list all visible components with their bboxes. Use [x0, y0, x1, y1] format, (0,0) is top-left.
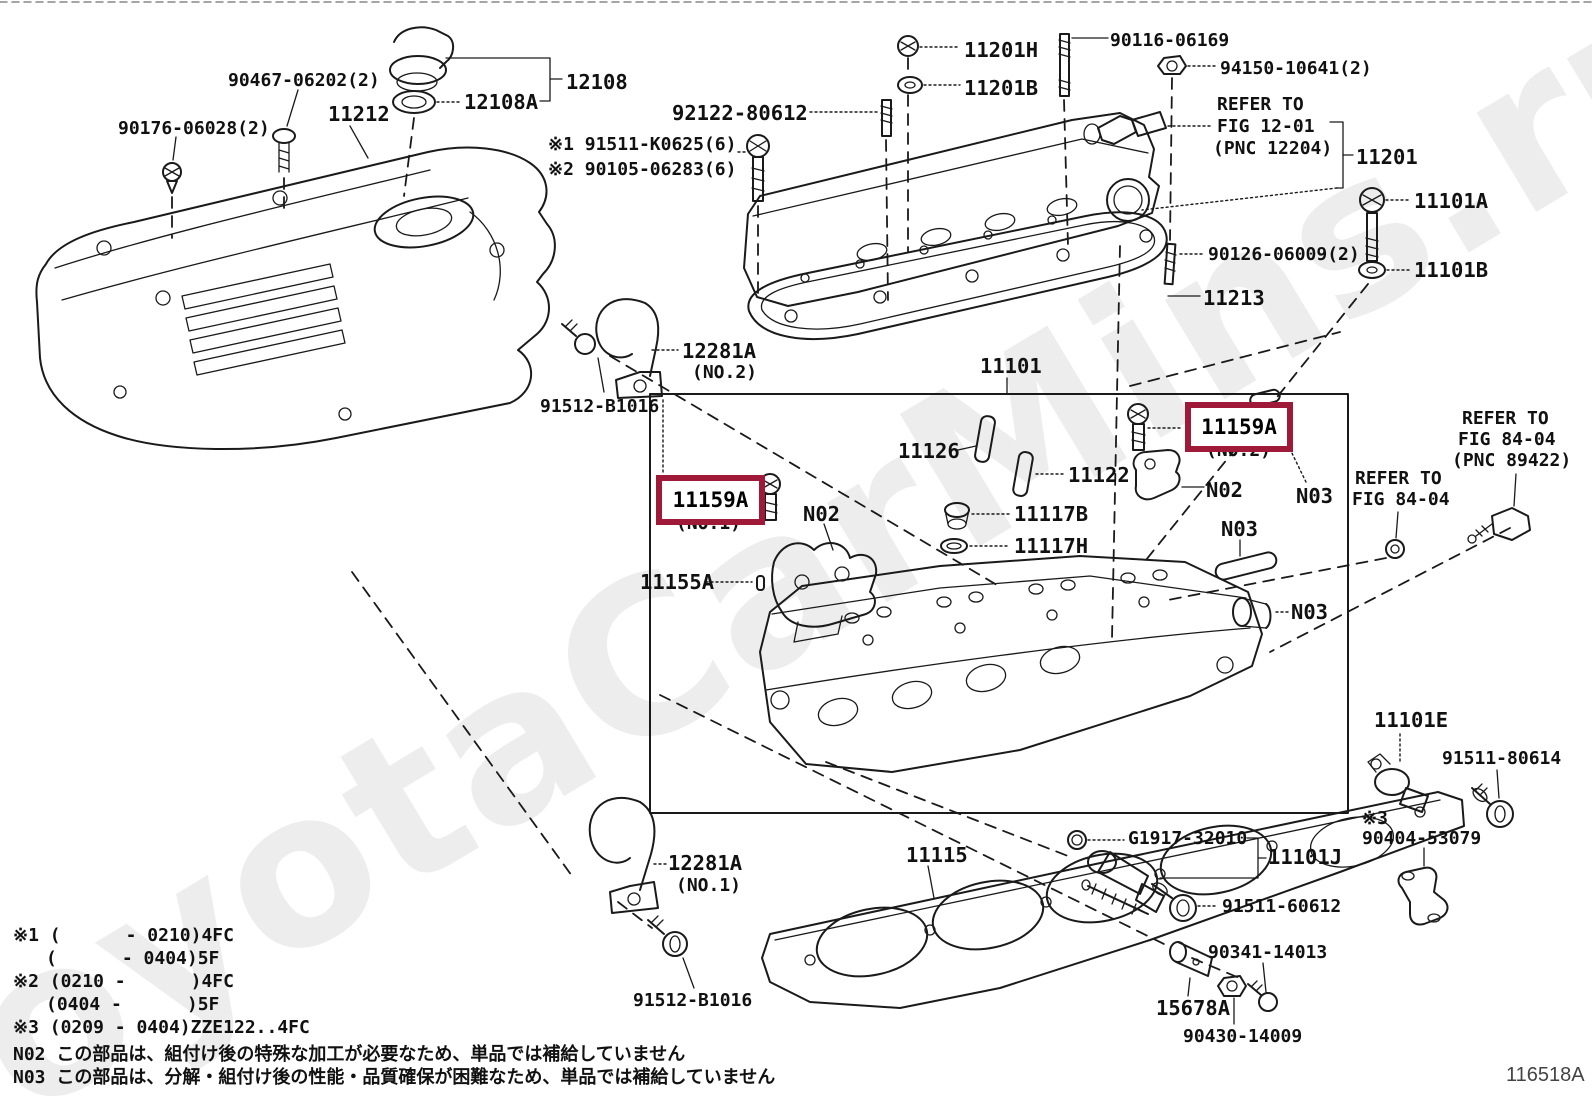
footnote-star1-line2: ( - 0404)5F	[46, 948, 220, 969]
part-label-11115: 11115	[906, 843, 968, 867]
refer-note-fig12-line1: REFER TO	[1217, 94, 1304, 115]
part-label-91511-80614: 91511-80614	[1442, 748, 1562, 769]
part-label-11212: 11212	[328, 102, 390, 126]
footnote-star3: ※3 (0209 - 0404)ZZE122..4FC	[13, 1017, 310, 1038]
part-label-G1917-32010: G1917-32010	[1128, 828, 1248, 849]
part-label-91511-60612: 91511-60612	[1222, 896, 1342, 917]
cylinder-head-drawing	[759, 555, 1263, 773]
part-label-N02-left: N02	[803, 502, 841, 526]
sensors-and-bolts-drawing	[659, 473, 1531, 1025]
part-label-11101E: 11101E	[1374, 708, 1449, 732]
part-label-N03-c: N03	[1291, 600, 1329, 624]
projection-dash	[1129, 331, 1341, 387]
part-label-90116-06169: 90116-06169	[1110, 30, 1230, 51]
part-label-90430-14009: 90430-14009	[1183, 1026, 1303, 1047]
part-label-N02-right: N02	[1206, 478, 1244, 502]
part-label-N03-b: N03	[1221, 517, 1259, 541]
footnote-N02: N02 この部品は、組付け後の特殊な加工が必要なため、単品では補給していません	[13, 1044, 686, 1065]
part-label-12108: 12108	[566, 70, 628, 94]
part-label-11201B: 11201B	[964, 76, 1039, 100]
footnote-star1-line1: ※1 ( - 0210)4FC	[13, 925, 234, 946]
part-label-90105-06283: ※2 90105-06283(6)	[548, 159, 737, 180]
engine-hanger-hooks-drawing	[351, 298, 1003, 989]
part-label-11101: 11101	[980, 354, 1042, 378]
part-label-12281A-no2: 12281A	[682, 339, 757, 363]
part-label-91512-B1016-top: 91512-B1016	[540, 396, 660, 417]
part-label-12281A-no1-suffix: (NO.1)	[676, 875, 742, 896]
refer-note-fig84-left-line2: FIG 84-04	[1352, 489, 1450, 510]
part-label-90176-06028: 90176-06028(2)	[118, 118, 270, 139]
part-label-11201: 11201	[1356, 145, 1418, 169]
oil-filler-cap-drawing	[389, 26, 563, 197]
part-label-91512-B1016-bottom: 91512-B1016	[633, 990, 753, 1011]
refer-note-fig12-line3: (PNC 12204)	[1213, 138, 1333, 159]
refer-note-fig84-right-line3: (PNC 89422)	[1452, 450, 1572, 471]
part-label-star3: ※3	[1362, 808, 1388, 829]
valve-cover-drawing	[743, 112, 1160, 307]
part-label-11213: 11213	[1203, 286, 1265, 310]
part-label-11126: 11126	[898, 439, 960, 463]
part-label-12108A: 12108A	[464, 90, 539, 114]
part-label-11101B: 11101B	[1414, 258, 1489, 282]
part-label-92122-80612: 92122-80612	[672, 101, 808, 125]
part-label-11201H: 11201H	[964, 38, 1039, 62]
part-label-N03-a: N03	[1296, 484, 1334, 508]
refer-note-fig12-line2: FIG 12-01	[1217, 116, 1315, 137]
part-label-11101J: 11101J	[1268, 845, 1343, 869]
engine-cover-drawing	[35, 146, 556, 451]
figure-code: 116518A	[1506, 1064, 1585, 1086]
part-label-11117B: 11117B	[1014, 502, 1089, 526]
part-label-12281A-no1: 12281A	[668, 851, 743, 875]
refer-note-fig84-right-line2: FIG 84-04	[1458, 429, 1556, 450]
part-label-11122: 11122	[1068, 463, 1130, 487]
part-label-94150-10641: 94150-10641(2)	[1220, 58, 1372, 79]
footnote-star2-line1: ※2 (0210 - )4FC	[13, 971, 234, 992]
part-label-11117H: 11117H	[1014, 534, 1089, 558]
part-label-91511-K0625: ※1 91511-K0625(6)	[548, 134, 737, 155]
part-label-90404-53079: 90404-53079	[1362, 828, 1482, 849]
part-label-90467-06202: 90467-06202(2)	[228, 70, 380, 91]
cover-bolts-drawing	[162, 89, 369, 239]
valve-cover-gasket-drawing	[747, 211, 1201, 340]
valve-cover-hardware-drawing	[737, 33, 1354, 301]
refer-note-fig84-right-line1: REFER TO	[1462, 408, 1549, 429]
highlight-box-11159A-no2[interactable]: 11159A	[1185, 402, 1293, 452]
footnote-star2-line2: (0404 - )5F	[46, 994, 220, 1015]
refer-note-fig84-left-line1: REFER TO	[1355, 468, 1442, 489]
part-label-11159A-no2: 11159A	[1201, 415, 1277, 439]
part-label-90126-06009: 90126-06009(2)	[1208, 244, 1360, 265]
part-label-15678A: 15678A	[1156, 996, 1231, 1020]
highlight-box-11159A-no1[interactable]: 11159A	[656, 475, 765, 525]
footnote-N03: N03 この部品は、分解・組付け後の性能・品質確保が困難なため、単品では補給して…	[13, 1067, 776, 1088]
projection-dash-vertical	[1111, 245, 1121, 639]
cylinder-head-frame-box	[649, 393, 1349, 814]
part-label-11159A-no1: 11159A	[672, 488, 749, 512]
part-label-11155A: 11155A	[640, 570, 715, 594]
part-label-12281A-no2-suffix: (NO.2)	[692, 362, 758, 383]
part-label-90341-14013: 90341-14013	[1208, 942, 1328, 963]
part-label-11101A: 11101A	[1414, 189, 1489, 213]
head-gasket-drawing	[761, 761, 1465, 1009]
